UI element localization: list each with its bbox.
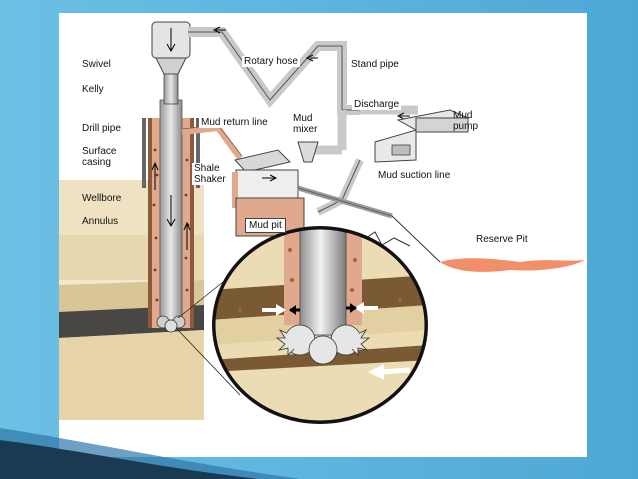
label-stand-pipe: Stand pipe — [349, 59, 401, 70]
label-mud-pump-line2: pump — [453, 121, 479, 132]
label-rotary-hose: Rotary hose — [242, 56, 300, 67]
label-wellbore: Wellbore — [82, 193, 122, 204]
label-annulus: Annulus — [82, 216, 119, 227]
decorative-swoosh — [0, 428, 300, 479]
drill-bit-detail — [212, 226, 428, 424]
swivel-kelly — [151, 21, 191, 105]
mud-mixer — [297, 141, 319, 163]
label-mud-return-line: Mud return line — [199, 117, 270, 128]
label-shale-shaker-line2: Shaker — [192, 174, 228, 185]
label-mud-mixer-line2: mixer — [293, 124, 318, 135]
label-mud-pit: Mud pit — [245, 218, 286, 233]
label-drill-pipe: Drill pipe — [82, 123, 121, 134]
rotary-hose — [188, 27, 360, 115]
label-mud-mixer-line1: Mud — [293, 113, 313, 124]
mud-pump — [374, 109, 470, 163]
label-swivel: Swivel — [82, 59, 111, 70]
label-shale-shaker-line1: Shale — [192, 163, 222, 174]
wellbore — [142, 99, 200, 333]
label-surface-casing-line1: Surface — [82, 146, 117, 157]
label-mud-suction-line: Mud suction line — [376, 170, 453, 181]
label-discharge: Discharge — [352, 99, 402, 110]
label-surface-casing-line2: casing — [82, 157, 111, 168]
drill-bit-small — [156, 315, 186, 333]
label-reserve-pit: Reserve Pit — [476, 234, 528, 245]
label-mud-pump-line1: Mud — [453, 110, 473, 121]
label-kelly: Kelly — [82, 84, 104, 95]
